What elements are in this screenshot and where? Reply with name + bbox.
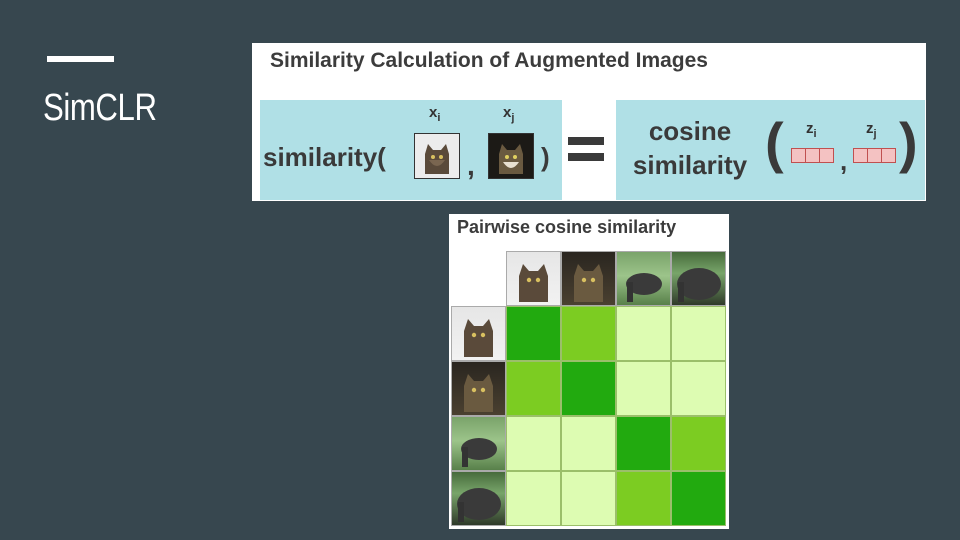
similarity-cell [561, 471, 616, 526]
similarity-cell [506, 471, 561, 526]
similarity-cell [506, 416, 561, 471]
column-header-cat-thumbnail [506, 251, 561, 306]
row-header-cat-thumbnail [451, 306, 506, 361]
similarity-calculation-figure: Similarity Calculation of Augmented Imag… [252, 43, 926, 201]
z-i-vector [791, 148, 834, 163]
matrix-title: Pairwise cosine similarity [457, 217, 677, 237]
similarity-function-panel: xi xj similarity( , ) [260, 100, 562, 200]
figure-title: Similarity Calculation of Augmented Imag… [270, 49, 708, 72]
column-header-elephant-closeup-thumbnail [671, 251, 726, 306]
row-header-elephant-closeup-thumbnail [451, 471, 506, 526]
similarity-cell [616, 471, 671, 526]
cosine-similarity-label: cosine similarity [632, 116, 748, 180]
similarity-cell [671, 416, 726, 471]
column-header-elephant-thumbnail [616, 251, 671, 306]
close-paren: ) [541, 142, 550, 172]
z-j-label: zj [866, 120, 877, 140]
similarity-cell [616, 306, 671, 361]
similarity-cell [671, 361, 726, 416]
row-header-elephant-thumbnail [451, 416, 506, 471]
close-big-paren: ) [899, 111, 918, 174]
row-header-dark-cat-thumbnail [451, 361, 506, 416]
similarity-cell [616, 416, 671, 471]
cat-image-xi [414, 133, 460, 179]
column-header-dark-cat-thumbnail [561, 251, 616, 306]
similarity-cell [506, 361, 561, 416]
title-accent-bar [47, 56, 114, 62]
cosine-similarity-panel: cosine similarity ( zi zj , ) [616, 100, 925, 200]
pairwise-similarity-matrix: Pairwise cosine similarity [449, 214, 729, 529]
similarity-cell [561, 361, 616, 416]
x-i-label: xi [429, 104, 441, 124]
comma-separator: , [467, 150, 475, 181]
slide-title: SimCLR [43, 87, 157, 129]
similarity-cell [671, 471, 726, 526]
similarity-label: similarity( [263, 142, 386, 172]
z-j-vector [853, 148, 896, 163]
comma-separator-z: , [840, 146, 848, 176]
cat-image-xj [488, 133, 534, 179]
similarity-cell [561, 306, 616, 361]
x-j-label: xj [503, 104, 515, 124]
open-big-paren: ( [765, 111, 784, 174]
similarity-cell [616, 361, 671, 416]
similarity-cell [506, 306, 561, 361]
similarity-cell [561, 416, 616, 471]
similarity-cell [671, 306, 726, 361]
z-i-label: zi [806, 120, 817, 140]
equals-sign [568, 131, 606, 167]
